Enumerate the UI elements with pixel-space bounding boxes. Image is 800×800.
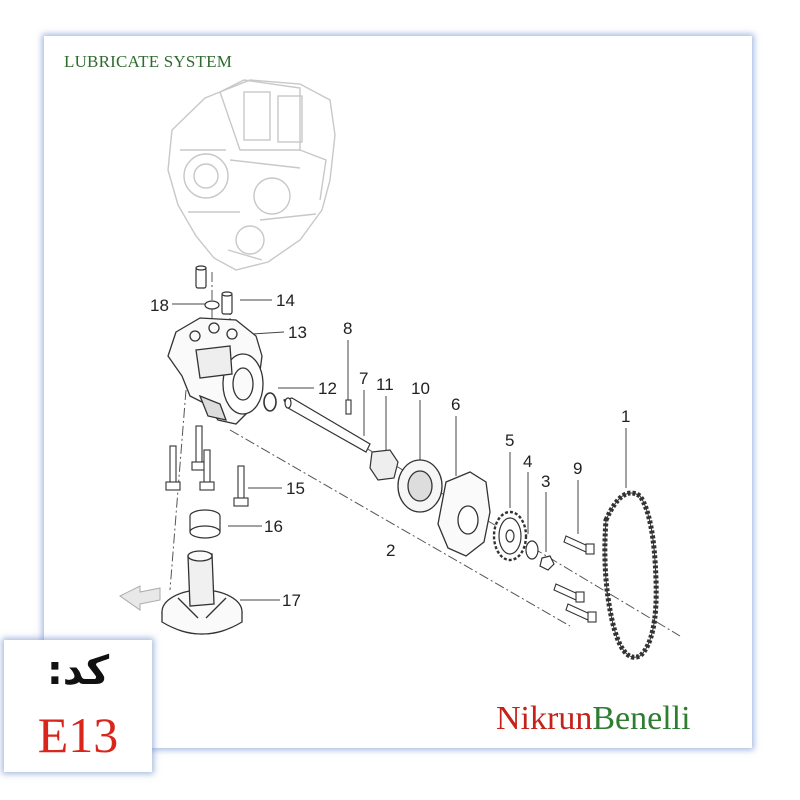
part-label-1: 1 (621, 407, 630, 426)
brand-watermark: NikrunBenelli (496, 700, 691, 738)
pump-cover (437, 471, 491, 557)
direction-arrow-icon (119, 585, 161, 611)
part-label-5: 5 (505, 431, 514, 450)
part-label-9: 9 (573, 459, 582, 478)
o-ring (263, 392, 277, 412)
part-label-11: 11 (376, 375, 394, 394)
part-label-8: 8 (343, 319, 352, 338)
part-label-3: 3 (541, 472, 550, 491)
diagram-frame (44, 36, 752, 748)
brand-part-1: Nikrun (496, 700, 593, 737)
part-label-14: 14 (276, 291, 295, 310)
part-code-label: کد: (46, 648, 110, 694)
leader-lines (172, 299, 627, 601)
part-label-2: 2 (386, 541, 395, 560)
housing-bolts (165, 425, 249, 507)
pipe-fitting (189, 509, 221, 539)
part-label-12: 12 (318, 379, 337, 398)
washer (525, 540, 539, 560)
part-label-13: 13 (288, 323, 307, 342)
part-label-16: 16 (264, 517, 283, 536)
part-label-10: 10 (411, 379, 430, 398)
oil-pump-housing (167, 317, 264, 425)
dowel-pins (195, 265, 233, 315)
inner-rotor (369, 449, 399, 481)
part-label-6: 6 (451, 395, 460, 414)
part-label-4: 4 (523, 452, 532, 471)
part-label-18: 18 (150, 296, 169, 315)
pump-shaft (283, 397, 371, 453)
part-label-15: 15 (286, 479, 305, 498)
part-code-box: کد: E13 (4, 640, 152, 772)
drive-chain (602, 490, 659, 660)
diagram-title: LUBRICATE SYSTEM (64, 52, 233, 71)
oil-strainer (161, 550, 243, 635)
part-label-17: 17 (282, 591, 301, 610)
sprocket-nut (539, 555, 555, 571)
cover-bolts (553, 535, 597, 623)
pump-sprocket (492, 510, 528, 562)
part-code-value: E13 (37, 707, 119, 763)
part-label-7: 7 (359, 369, 368, 388)
brand-part-2: Benelli (592, 700, 691, 737)
outer-rotor (397, 459, 443, 513)
center-axis-lines (169, 272, 681, 637)
engine-block-outline (167, 79, 336, 271)
shaft-pin (345, 399, 352, 415)
